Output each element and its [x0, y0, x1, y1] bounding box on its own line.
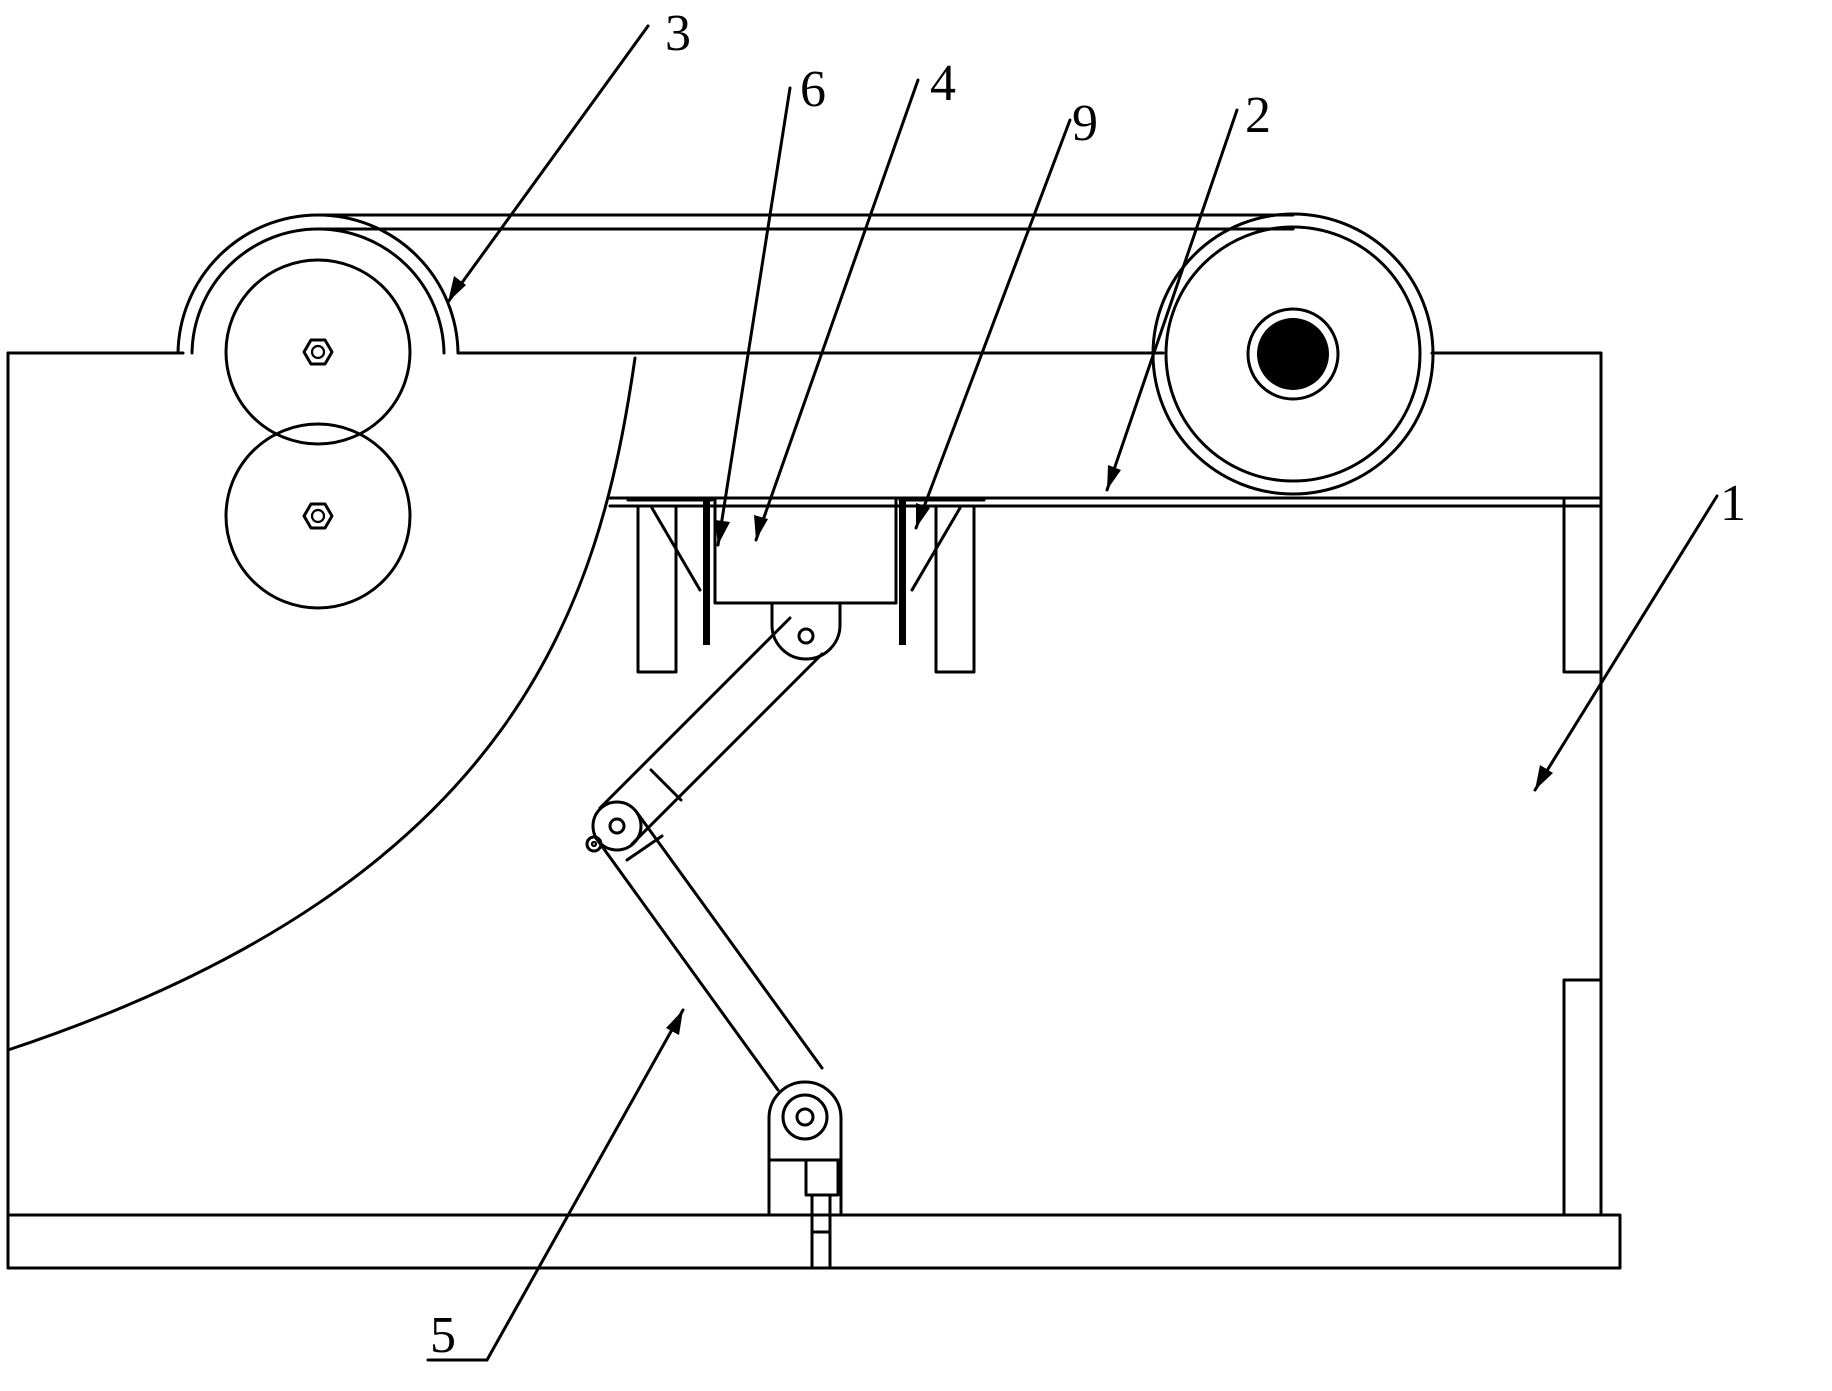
label-3: 3 — [665, 5, 691, 62]
right-bracket — [899, 500, 984, 672]
conveyor-belt — [178, 215, 1293, 353]
frame-housing — [8, 353, 1620, 1268]
label-2: 2 — [1245, 87, 1271, 144]
leader-lines — [428, 26, 1717, 1360]
lower-left-pulley — [226, 424, 410, 608]
linkage-arm — [587, 603, 841, 1268]
left-bracket — [628, 500, 712, 672]
upper-left-pulley — [226, 260, 410, 444]
housing-block — [715, 500, 896, 603]
label-4: 4 — [930, 55, 956, 112]
label-6: 6 — [800, 61, 826, 118]
label-9: 9 — [1072, 95, 1098, 152]
curved-guide — [8, 358, 635, 1050]
label-1: 1 — [1720, 475, 1746, 532]
label-5: 5 — [430, 1307, 456, 1364]
drive-wheel — [1153, 214, 1433, 494]
